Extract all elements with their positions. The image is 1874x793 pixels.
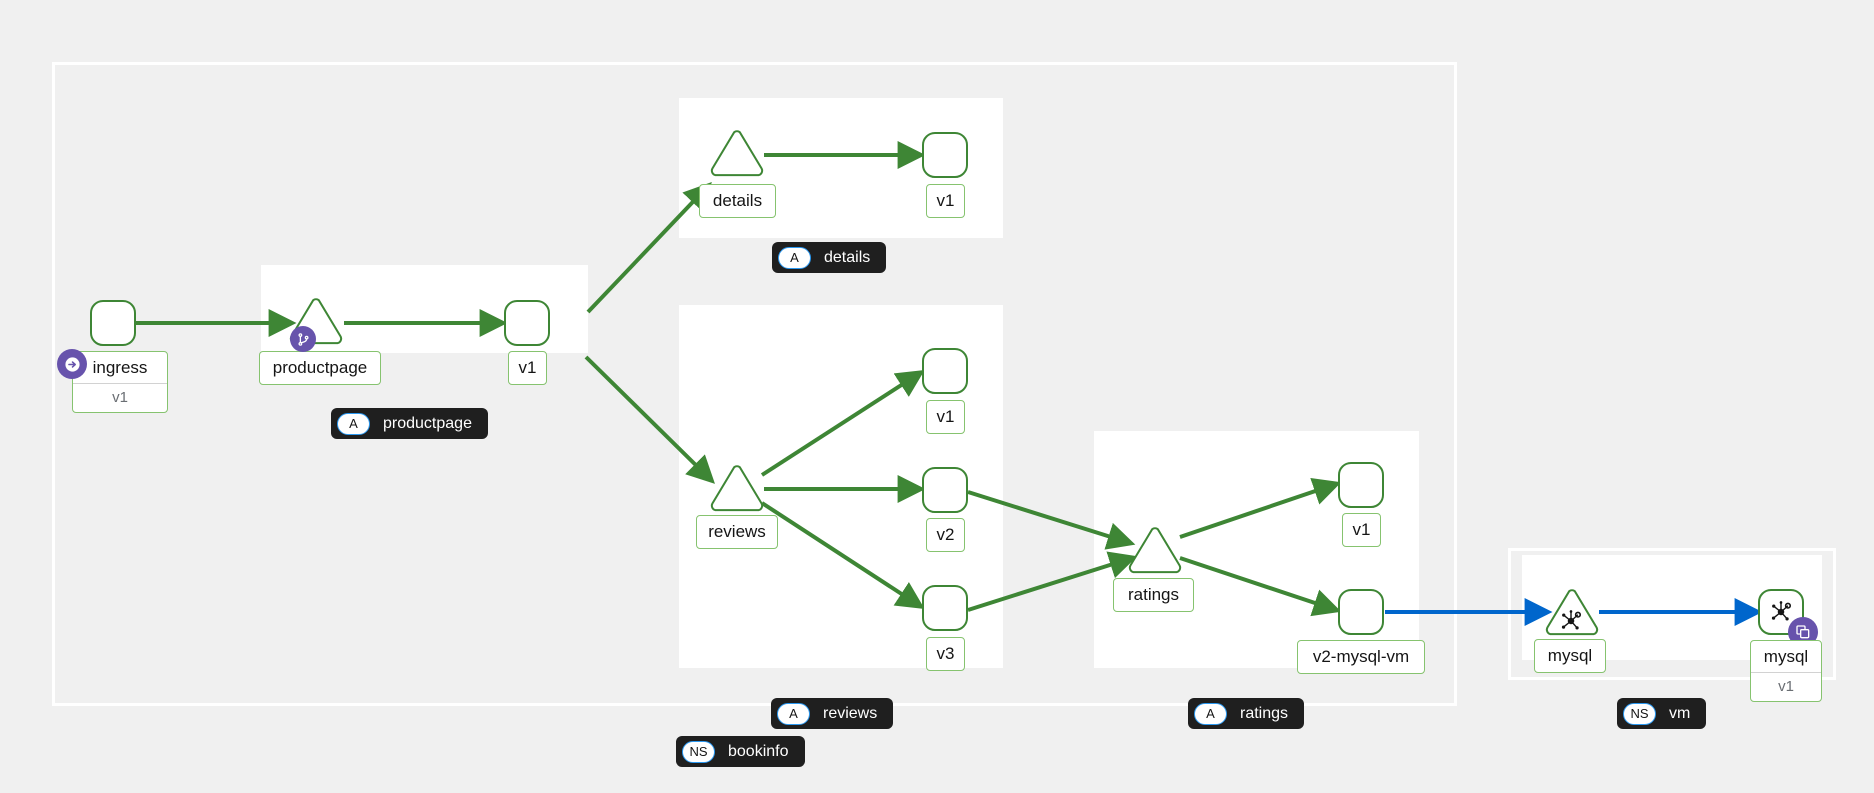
ratings-service-label[interactable]: ratings bbox=[1113, 578, 1194, 612]
ingress-label[interactable]: ingress v1 bbox=[72, 351, 168, 413]
virtual-service-icon bbox=[290, 326, 316, 352]
details-v1-label[interactable]: v1 bbox=[926, 184, 965, 218]
app-chip: A bbox=[777, 702, 810, 725]
mesh-icon bbox=[1558, 608, 1584, 639]
namespace-chip: NS bbox=[682, 740, 715, 763]
ratings-v2mysqlvm-label[interactable]: v2-mysql-vm bbox=[1297, 640, 1425, 674]
namespace-badge-bookinfo[interactable]: NS bookinfo bbox=[676, 736, 805, 767]
namespace-box-bookinfo[interactable] bbox=[52, 62, 1457, 706]
reviews-v1-label[interactable]: v1 bbox=[926, 400, 965, 434]
mysql-service-label[interactable]: mysql bbox=[1534, 639, 1606, 673]
ingress-label-version: v1 bbox=[112, 389, 128, 406]
app-chip: A bbox=[337, 412, 370, 435]
gateway-icon bbox=[57, 349, 87, 379]
app-badge-label: reviews bbox=[823, 704, 878, 722]
details-service-shape[interactable] bbox=[709, 128, 765, 178]
productpage-v1-shape[interactable] bbox=[504, 300, 550, 346]
app-badge-reviews[interactable]: A reviews bbox=[771, 698, 894, 729]
app-badge-label: ratings bbox=[1240, 704, 1289, 722]
productpage-service-label[interactable]: productpage bbox=[259, 351, 381, 385]
namespace-badge-label: bookinfo bbox=[728, 742, 789, 760]
reviews-v2-shape[interactable] bbox=[922, 467, 968, 513]
namespace-chip: NS bbox=[1623, 702, 1656, 725]
mysql-serviceentry-label[interactable]: mysql v1 bbox=[1750, 640, 1822, 702]
ratings-v2mysqlvm-shape[interactable] bbox=[1338, 589, 1384, 635]
reviews-service-label[interactable]: reviews bbox=[696, 515, 778, 549]
app-badge-label: details bbox=[824, 248, 871, 266]
namespace-badge-label: vm bbox=[1669, 704, 1691, 722]
namespace-badge-vm[interactable]: NS vm bbox=[1617, 698, 1707, 729]
mesh-icon bbox=[1768, 599, 1794, 630]
mysql-serviceentry-label-name: mysql bbox=[1751, 641, 1821, 673]
details-service-label[interactable]: details bbox=[699, 184, 776, 218]
ratings-service-shape[interactable] bbox=[1127, 525, 1183, 575]
app-chip: A bbox=[778, 246, 811, 269]
app-badge-productpage[interactable]: A productpage bbox=[331, 408, 488, 439]
app-badge-ratings[interactable]: A ratings bbox=[1188, 698, 1305, 729]
namespace-box-vm[interactable] bbox=[1508, 548, 1836, 680]
reviews-v2-label[interactable]: v2 bbox=[926, 518, 965, 552]
reviews-v3-label[interactable]: v3 bbox=[926, 637, 965, 671]
app-badge-details[interactable]: A details bbox=[772, 242, 887, 273]
app-badge-label: productpage bbox=[383, 414, 472, 432]
ratings-v1-label[interactable]: v1 bbox=[1342, 513, 1381, 547]
details-v1-shape[interactable] bbox=[922, 132, 968, 178]
mysql-serviceentry-label-version: v1 bbox=[1778, 678, 1794, 695]
app-chip: A bbox=[1194, 702, 1227, 725]
reviews-service-shape[interactable] bbox=[709, 463, 765, 513]
productpage-v1-label[interactable]: v1 bbox=[508, 351, 547, 385]
ingress-label-name: ingress bbox=[73, 352, 167, 384]
reviews-v1-shape[interactable] bbox=[922, 348, 968, 394]
ratings-v1-shape[interactable] bbox=[1338, 462, 1384, 508]
ingress-workload-shape[interactable] bbox=[90, 300, 136, 346]
reviews-v3-shape[interactable] bbox=[922, 585, 968, 631]
